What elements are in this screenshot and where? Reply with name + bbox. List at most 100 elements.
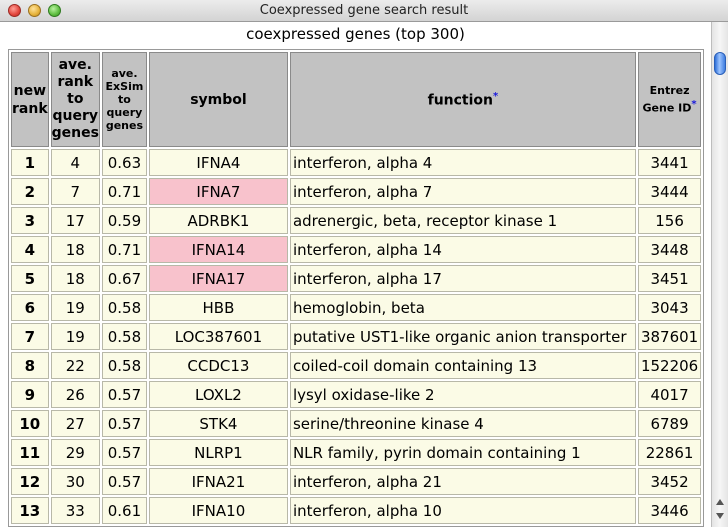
gene-function-cell: putative UST1-like organic anion transpo… (289, 323, 636, 350)
header-function: function* (289, 52, 636, 147)
scroll-down-arrow-icon[interactable] (716, 513, 724, 519)
header-entrez-label: Entrez Gene ID (642, 83, 692, 115)
function-footnote-marker[interactable]: * (493, 90, 499, 102)
gene-symbol-link[interactable]: IFNA21 (148, 468, 288, 495)
gene-function-cell: interferon, alpha 10 (289, 497, 636, 524)
gene-symbol-link[interactable]: IFNA17 (148, 265, 288, 292)
gene-function-cell: serine/threonine kinase 4 (289, 410, 636, 437)
gene-function-cell: adrenergic, beta, receptor kinase 1 (289, 207, 636, 234)
ave-exsim-cell: 0.58 (101, 352, 147, 379)
gene-symbol-link[interactable]: IFNA10 (148, 497, 288, 524)
gene-function-cell: NLR family, pyrin domain containing 1 (289, 439, 636, 466)
new-rank-cell: 2 (11, 178, 49, 205)
page-heading: coexpressed genes (top 300) (246, 25, 465, 43)
zoom-window-button[interactable] (48, 4, 61, 17)
ave-exsim-cell: 0.57 (101, 410, 147, 437)
entrez-gene-id-cell: 3452 (637, 468, 702, 495)
gene-symbol-link[interactable]: CCDC13 (148, 352, 288, 379)
ave-exsim-cell: 0.67 (101, 265, 147, 292)
gene-function-cell: interferon, alpha 14 (289, 236, 636, 263)
gene-symbol-link[interactable]: HBB (148, 294, 288, 321)
minimize-window-button[interactable] (28, 4, 41, 17)
close-window-button[interactable] (8, 4, 21, 17)
gene-symbol-link[interactable]: IFNA14 (148, 236, 288, 263)
entrez-gene-id-cell: 3448 (637, 236, 702, 263)
ave-exsim-cell: 0.63 (101, 149, 147, 176)
gene-symbol-link[interactable]: LOC387601 (148, 323, 288, 350)
gene-symbol-link[interactable]: IFNA7 (148, 178, 288, 205)
new-rank-cell: 9 (11, 381, 49, 408)
new-rank-cell: 7 (11, 323, 49, 350)
new-rank-cell: 8 (11, 352, 49, 379)
entrez-gene-id-cell: 4017 (637, 381, 702, 408)
gene-symbol-link[interactable]: STK4 (148, 410, 288, 437)
new-rank-cell: 3 (11, 207, 49, 234)
ave-rank-cell: 17 (50, 207, 100, 234)
gene-function-cell: lysyl oxidase-like 2 (289, 381, 636, 408)
entrez-gene-id-cell: 387601 (637, 323, 702, 350)
gene-function-cell: interferon, alpha 7 (289, 178, 636, 205)
table-header-row: new rank ave. rank to query genes ave. E… (11, 52, 702, 147)
header-entrez-gene-id: Entrez Gene ID* (637, 52, 702, 147)
ave-exsim-cell: 0.61 (101, 497, 147, 524)
ave-exsim-cell: 0.59 (101, 207, 147, 234)
entrez-gene-id-cell: 3441 (637, 149, 702, 176)
scrollbar-thumb[interactable] (714, 52, 726, 75)
new-rank-cell: 13 (11, 497, 49, 524)
gene-symbol-link[interactable]: ADRBK1 (148, 207, 288, 234)
ave-rank-cell: 29 (50, 439, 100, 466)
scroll-up-arrow-icon[interactable] (716, 499, 724, 505)
ave-exsim-cell: 0.57 (101, 468, 147, 495)
entrez-gene-id-cell: 3446 (637, 497, 702, 524)
ave-exsim-cell: 0.58 (101, 323, 147, 350)
ave-exsim-cell: 0.71 (101, 178, 147, 205)
gene-symbol-link[interactable]: LOXL2 (148, 381, 288, 408)
entrez-gene-id-cell: 3444 (637, 178, 702, 205)
content-area: coexpressed genes (top 300) new rank ave… (0, 22, 711, 527)
gene-symbol-link[interactable]: IFNA4 (148, 149, 288, 176)
new-rank-cell: 1 (11, 149, 49, 176)
window-titlebar: Coexpressed gene search result (0, 0, 728, 22)
header-symbol: symbol (148, 52, 288, 147)
ave-exsim-cell: 0.58 (101, 294, 147, 321)
ave-rank-cell: 30 (50, 468, 100, 495)
entrez-footnote-marker[interactable]: * (691, 98, 697, 110)
gene-symbol-link[interactable]: NLRP1 (148, 439, 288, 466)
entrez-gene-id-cell: 3451 (637, 265, 702, 292)
ave-rank-cell: 7 (50, 178, 100, 205)
gene-function-cell: interferon, alpha 17 (289, 265, 636, 292)
entrez-gene-id-cell: 3043 (637, 294, 702, 321)
entrez-gene-id-cell: 22861 (637, 439, 702, 466)
header-function-label: function (427, 92, 494, 109)
ave-exsim-cell: 0.57 (101, 381, 147, 408)
new-rank-cell: 10 (11, 410, 49, 437)
results-table: new rank ave. rank to query genes ave. E… (8, 49, 705, 527)
new-rank-cell: 11 (11, 439, 49, 466)
ave-exsim-cell: 0.57 (101, 439, 147, 466)
ave-exsim-cell: 0.71 (101, 236, 147, 263)
new-rank-cell: 5 (11, 265, 49, 292)
new-rank-cell: 4 (11, 236, 49, 263)
gene-function-cell: coiled-coil domain containing 13 (289, 352, 636, 379)
ave-rank-cell: 26 (50, 381, 100, 408)
new-rank-cell: 12 (11, 468, 49, 495)
gene-function-cell: interferon, alpha 4 (289, 149, 636, 176)
ave-rank-cell: 4 (50, 149, 100, 176)
ave-rank-cell: 22 (50, 352, 100, 379)
ave-rank-cell: 19 (50, 294, 100, 321)
entrez-gene-id-cell: 152206 (637, 352, 702, 379)
vertical-scrollbar[interactable] (711, 22, 728, 527)
gene-function-cell: hemoglobin, beta (289, 294, 636, 321)
window-title: Coexpressed gene search result (259, 3, 469, 18)
